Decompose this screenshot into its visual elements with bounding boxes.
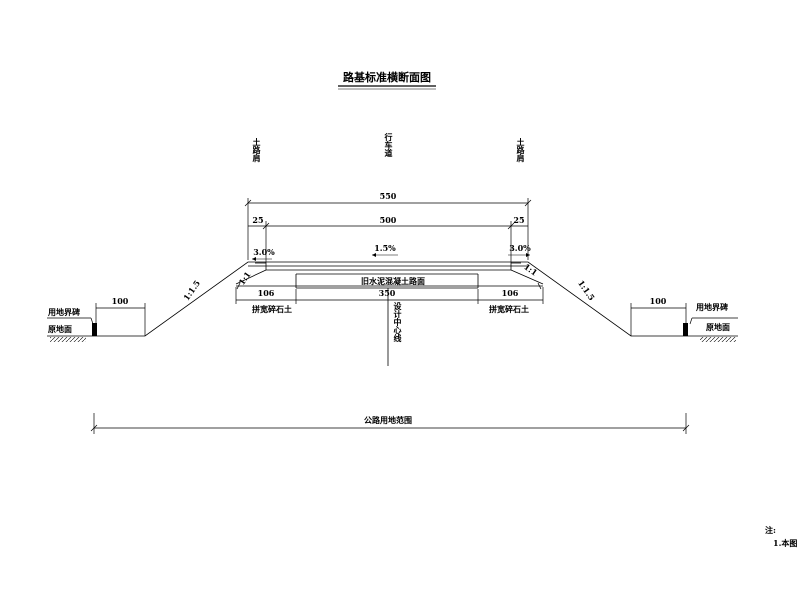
- notes-heading: 注:: [765, 525, 776, 535]
- slope-shoulder-left: 3.0%: [253, 247, 275, 257]
- ground-left-label: 原地面: [48, 324, 72, 334]
- boundary-marker-right-label: 用地界碑: [695, 302, 728, 312]
- arrowhead-shoulder-right: [526, 253, 530, 257]
- ground-hatch-left: [50, 337, 86, 342]
- dimension-lower: [235, 287, 544, 304]
- dim-widening-left-label: 106: [258, 288, 275, 298]
- drawing-title: 路基标准横断面图: [343, 70, 431, 84]
- label-carriageway: 行车道: [384, 132, 394, 158]
- embankment-outline: [96, 261, 686, 337]
- boundary-marker-left-icon: [92, 323, 97, 336]
- label-shoulder-left: 土路肩: [251, 137, 262, 163]
- dim-boundary-right-label: 100: [650, 296, 667, 306]
- dim-old-width-label: 350: [379, 288, 396, 298]
- boundary-marker-right-icon: [683, 323, 688, 336]
- old-pavement-label: 旧水泥混凝土路面: [361, 276, 425, 286]
- ground-right-label: 原地面: [706, 322, 730, 332]
- dimension-total: [244, 198, 532, 260]
- dim-total-label: 550: [380, 191, 397, 201]
- slope-inner-right: 1:1: [522, 261, 539, 277]
- boundary-marker-left-label: 用地界碑: [47, 307, 80, 317]
- boundary-detail-right: [630, 303, 738, 337]
- dim-shoulder-left-label: 25: [252, 215, 263, 225]
- arrowhead-shoulder-left: [252, 257, 256, 261]
- dimension-land-range: [90, 413, 690, 434]
- arrowhead-crown: [372, 253, 376, 257]
- dim-boundary-left-label: 100: [112, 296, 129, 306]
- widening-left-label: 拼宽碎石土: [252, 304, 292, 314]
- ground-hatch-right: [700, 337, 736, 342]
- slope-shoulder-right: 3.0%: [509, 243, 531, 253]
- center-line-label: 设计中心线: [393, 301, 403, 343]
- dimension-inner: [248, 221, 528, 262]
- slope-fill-left: 1:1.5: [181, 278, 202, 302]
- slope-inner-left: 1:1: [236, 270, 252, 287]
- dim-widening-right-label: 106: [502, 288, 519, 298]
- slope-crown: 1.5%: [374, 243, 396, 253]
- dim-shoulder-right-label: 25: [513, 215, 524, 225]
- dim-inner-label: 500: [380, 215, 397, 225]
- label-shoulder-right: 土路肩: [515, 137, 526, 163]
- notes-item-1: 1.本图: [773, 538, 797, 548]
- widening-right-label: 拼宽碎石土: [489, 304, 529, 314]
- land-range-label: 公路用地范围: [364, 415, 412, 425]
- boundary-detail-left: [47, 303, 146, 337]
